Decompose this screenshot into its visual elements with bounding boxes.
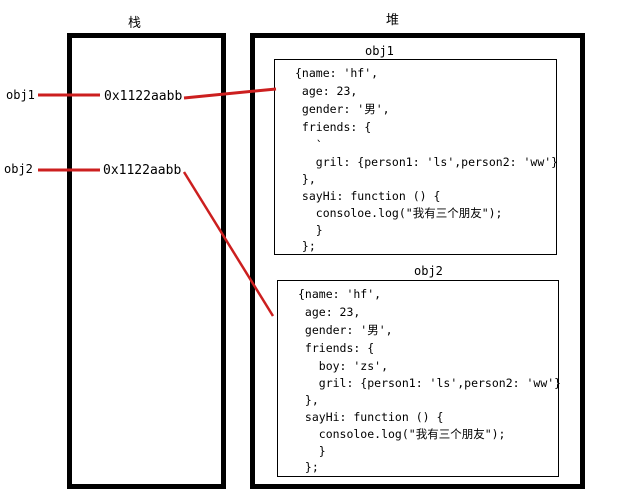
obj1-variable-label: obj1 xyxy=(6,88,35,102)
obj2-heap-object: {name: 'hf', age: 23, gender: '男', frien… xyxy=(277,280,562,477)
stack-region xyxy=(67,33,226,489)
heap-region xyxy=(250,33,585,489)
stack-title: 栈 xyxy=(128,16,142,31)
obj2-heap-title: obj2 xyxy=(414,264,443,278)
code-line: gender: '男', xyxy=(298,323,393,337)
code-line: } xyxy=(298,444,326,458)
code-line: {name: 'hf', xyxy=(298,287,382,301)
obj1-address: 0x1122aabb xyxy=(104,89,183,104)
code-line: }; xyxy=(295,239,316,253)
code-line: }; xyxy=(298,460,319,474)
obj1-heap-object: {name: 'hf', age: 23, gender: '男', frien… xyxy=(274,59,559,255)
code-line: gender: '男', xyxy=(295,102,390,116)
obj2-pointer-line xyxy=(182,171,275,317)
code-line: {name: 'hf', xyxy=(295,66,379,80)
code-line: ` xyxy=(295,138,323,152)
code-line: age: 23, xyxy=(295,84,358,98)
code-line: } xyxy=(295,223,323,237)
code-line: gril: {person1: 'ls',person2: 'ww'} xyxy=(295,155,559,169)
code-line: consoloe.log("我有三个朋友"); xyxy=(298,427,506,441)
code-line: sayHi: function () { xyxy=(298,410,444,424)
code-line: boy: 'zs', xyxy=(298,359,389,373)
obj1-pointer-line xyxy=(183,87,277,100)
obj2-variable-label: obj2 xyxy=(4,162,33,176)
obj2-address: 0x1122aabb xyxy=(103,163,182,178)
code-line: age: 23, xyxy=(298,305,361,319)
code-line: gril: {person1: 'ls',person2: 'ww'} xyxy=(298,376,562,390)
code-line: friends: { xyxy=(298,341,375,355)
code-line: }, xyxy=(295,172,316,186)
code-line: }, xyxy=(298,393,319,407)
code-line: consoloe.log("我有三个朋友"); xyxy=(295,206,503,220)
code-line: sayHi: function () { xyxy=(295,189,441,203)
obj1-heap-title: obj1 xyxy=(365,44,394,58)
code-line: friends: { xyxy=(295,120,372,134)
heap-title: 堆 xyxy=(386,13,400,28)
